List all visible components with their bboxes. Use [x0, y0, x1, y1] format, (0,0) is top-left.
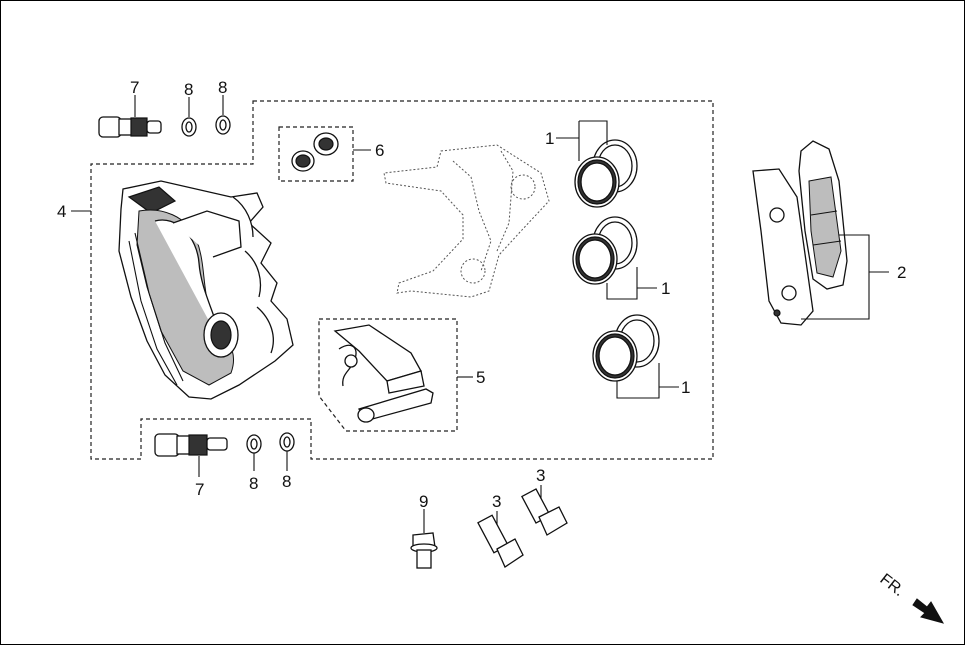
front-direction-label: FR.: [877, 571, 908, 600]
washer-top-2: [215, 115, 231, 135]
mounting-bolt-2: [521, 488, 568, 536]
callout-8-top-1: 8: [184, 80, 193, 99]
piston-seal-set-middle: [572, 216, 638, 285]
pin-kit-part-5: [333, 324, 434, 423]
washer-bottom-2: [279, 432, 295, 452]
washer-bottom-1: [246, 434, 262, 454]
callout-8-top-2: 8: [218, 78, 227, 97]
front-direction-indicator: FR.: [877, 571, 945, 624]
callout-8-bottom-1: 8: [249, 474, 258, 493]
leader-lines: [71, 95, 889, 533]
callout-4: 4: [57, 202, 66, 221]
callout-7-top: 7: [130, 78, 139, 97]
callout-3-right: 3: [536, 466, 545, 485]
caliper-assembly-boundary: [90, 100, 714, 460]
callout-3-left: 3: [492, 492, 501, 511]
callout-6: 6: [375, 141, 384, 160]
callout-7-bottom: 7: [195, 480, 204, 499]
callout-5: 5: [476, 368, 485, 387]
bleeder-valve-bottom: [154, 433, 228, 457]
washer-top-1: [181, 117, 197, 137]
callout-1-middle: 1: [661, 279, 670, 298]
seal-kit-part-6: [291, 132, 339, 172]
seal-kit-boundary: [278, 126, 354, 182]
brake-pad-front-friction: [798, 140, 848, 290]
caliper-bracket: [383, 144, 550, 298]
brake-pad-rear-plate: [752, 168, 814, 326]
caliper-body-part-4: [118, 180, 294, 400]
callout-8-bottom-2: 8: [282, 472, 291, 491]
piston-seal-set-top: [574, 139, 638, 208]
callout-2: 2: [897, 263, 906, 282]
flange-bolt-part-9: [410, 532, 438, 569]
pin-kit-boundary: [318, 318, 458, 432]
callout-9: 9: [419, 492, 428, 511]
callout-1-top: 1: [545, 129, 554, 148]
piston-seal-set-bottom: [592, 314, 660, 382]
callout-1-bottom: 1: [681, 378, 690, 397]
front-direction-arrow-icon: [912, 598, 945, 624]
mounting-bolt-1: [477, 514, 524, 568]
bleeder-valve-top: [98, 116, 162, 138]
